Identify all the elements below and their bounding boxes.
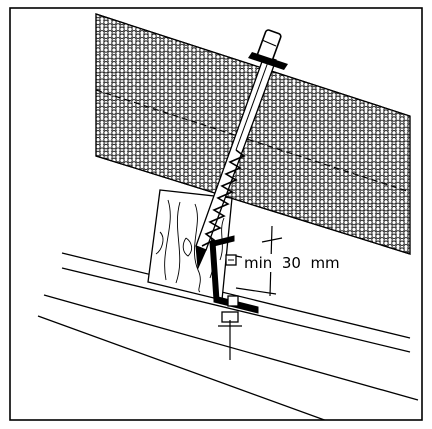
- bracket-bolt-lower: [218, 295, 242, 360]
- dimension-label: min 30 mm: [244, 254, 340, 272]
- dimension-label-bg: [242, 254, 340, 272]
- screw-head: [248, 29, 288, 70]
- roof-line-2: [61, 267, 411, 353]
- panel-dashed-line: [95, 89, 411, 193]
- roof-line-4: [37, 315, 327, 420]
- roof-line-3: [43, 294, 419, 401]
- washer: [248, 52, 288, 70]
- bracket-bolt-upper: [225, 254, 237, 266]
